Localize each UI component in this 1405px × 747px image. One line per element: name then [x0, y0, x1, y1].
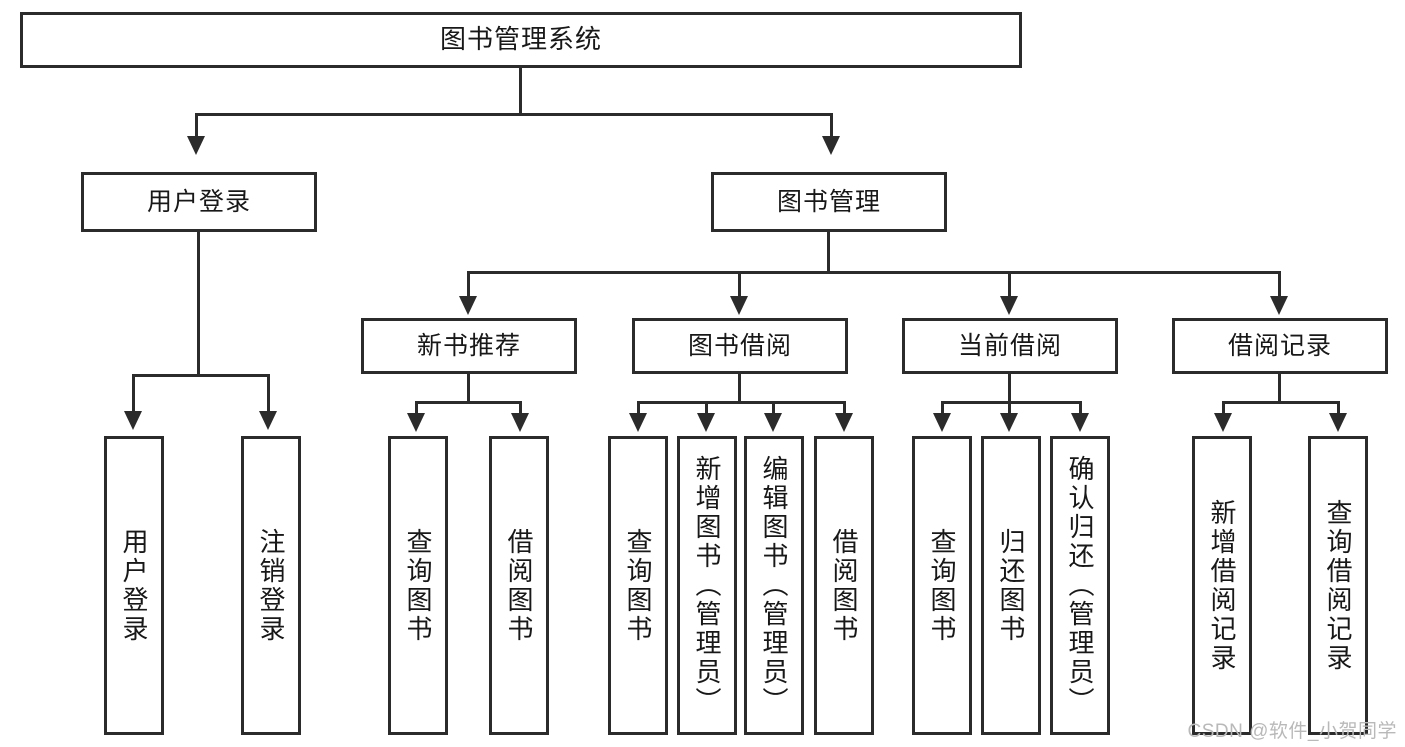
leaf-user-login[interactable]: 用户登录 [104, 436, 164, 735]
connector-level3-bar [467, 271, 1281, 274]
node-label: 新增图书（管理员） [692, 455, 723, 716]
leaf-query-book-borrow[interactable]: 查询图书 [608, 436, 668, 735]
connector-new-book-bar [415, 401, 522, 404]
node-label: 查询借阅记录 [1323, 498, 1354, 673]
connector-user-login-bar [132, 374, 270, 377]
connector-level3-drop-3 [1008, 271, 1011, 299]
node-new-book-recommend[interactable]: 新书推荐 [361, 318, 577, 374]
node-label: 编辑图书（管理员） [759, 455, 790, 716]
node-label: 新书推荐 [416, 331, 521, 360]
connector-current-borrow-stem [1008, 374, 1011, 401]
leaf-user-logout[interactable]: 注销登录 [241, 436, 301, 735]
node-book-manage[interactable]: 图书管理 [711, 172, 947, 232]
node-label: 查询图书 [403, 527, 434, 644]
connector-book-borrow-drop-4 [843, 401, 846, 415]
connector-level3-drop-2 [738, 271, 741, 299]
node-book-borrow[interactable]: 图书借阅 [632, 318, 848, 374]
arrow-to-leaf-query-book-2 [629, 413, 647, 432]
node-label: 查询图书 [623, 527, 654, 644]
node-root-system[interactable]: 图书管理系统 [20, 12, 1022, 68]
connector-new-book-drop-2 [519, 401, 522, 415]
leaf-borrow-book[interactable]: 借阅图书 [814, 436, 874, 735]
arrow-to-leaf-add-record [1214, 413, 1232, 432]
connector-current-borrow-drop-3 [1079, 401, 1082, 415]
connector-level3-drop-4 [1278, 271, 1281, 299]
arrow-to-borrow-record [1270, 296, 1288, 315]
connector-current-borrow-drop-1 [941, 401, 944, 415]
node-label: 图书借阅 [687, 331, 792, 360]
node-label: 用户登录 [119, 527, 150, 644]
connector-borrow-record-drop-2 [1337, 401, 1340, 415]
node-current-borrow[interactable]: 当前借阅 [902, 318, 1118, 374]
arrow-to-leaf-return-book [1000, 413, 1018, 432]
node-label: 注销登录 [256, 527, 287, 644]
connector-root-bar [195, 113, 833, 116]
node-label: 借阅图书 [829, 527, 860, 644]
node-label: 图书管理系统 [439, 24, 602, 55]
connector-root-stem [519, 68, 522, 113]
node-label: 查询图书 [927, 527, 958, 644]
connector-root-left-drop [195, 113, 198, 139]
node-label: 借阅记录 [1227, 331, 1332, 360]
leaf-query-book-current[interactable]: 查询图书 [912, 436, 972, 735]
leaf-return-book[interactable]: 归还图书 [981, 436, 1041, 735]
arrow-to-new-book-recommend [459, 296, 477, 315]
arrow-to-leaf-user-logout [259, 411, 277, 430]
connector-borrow-record-stem [1278, 374, 1281, 401]
connector-book-borrow-stem [738, 374, 741, 401]
connector-current-borrow-bar [941, 401, 1082, 404]
arrow-to-leaf-query-book-1 [407, 413, 425, 432]
connector-user-login-stem [197, 232, 200, 374]
connector-book-borrow-drop-1 [637, 401, 640, 415]
connector-book-manage-stem [827, 232, 830, 271]
arrow-to-leaf-edit-book [764, 413, 782, 432]
connector-book-borrow-drop-2 [705, 401, 708, 415]
connector-new-book-stem [467, 374, 470, 401]
csdn-watermark: CSDN @软件_小贺同学 [1187, 721, 1397, 742]
node-label: 图书管理 [776, 187, 881, 216]
leaf-add-borrow-record[interactable]: 新增借阅记录 [1192, 436, 1252, 735]
arrow-to-current-borrow [1000, 296, 1018, 315]
node-label: 借阅图书 [504, 527, 535, 644]
arrow-to-leaf-query-record [1329, 413, 1347, 432]
arrow-to-leaf-user-login [124, 411, 142, 430]
arrow-to-book-borrow [730, 296, 748, 315]
node-label: 归还图书 [996, 527, 1027, 644]
connector-level3-drop-1 [467, 271, 470, 299]
arrow-to-leaf-add-book [697, 413, 715, 432]
arrow-root-to-book-manage [822, 136, 840, 155]
connector-borrow-record-drop-1 [1222, 401, 1225, 415]
leaf-edit-book[interactable]: 编辑图书（管理员） [744, 436, 804, 735]
arrow-root-to-user-login [187, 136, 205, 155]
leaf-query-borrow-record[interactable]: 查询借阅记录 [1308, 436, 1368, 735]
node-label: 新增借阅记录 [1207, 498, 1238, 673]
connector-book-borrow-bar [637, 401, 846, 404]
leaf-confirm-return[interactable]: 确认归还（管理员） [1050, 436, 1110, 735]
arrow-to-leaf-borrow-book-2 [835, 413, 853, 432]
connector-new-book-drop-1 [415, 401, 418, 415]
arrow-to-leaf-confirm-return [1071, 413, 1089, 432]
connector-current-borrow-drop-2 [1008, 401, 1011, 415]
node-user-login[interactable]: 用户登录 [81, 172, 317, 232]
connector-book-borrow-drop-3 [772, 401, 775, 415]
connector-borrow-record-bar [1222, 401, 1340, 404]
leaf-borrow-book-new-recommend[interactable]: 借阅图书 [489, 436, 549, 735]
node-label: 确认归还（管理员） [1065, 455, 1096, 716]
node-label: 当前借阅 [957, 331, 1062, 360]
leaf-query-book-new-recommend[interactable]: 查询图书 [388, 436, 448, 735]
leaf-add-book[interactable]: 新增图书（管理员） [677, 436, 737, 735]
node-borrow-record[interactable]: 借阅记录 [1172, 318, 1388, 374]
connector-user-login-drop-1 [132, 374, 135, 414]
arrow-to-leaf-borrow-book-1 [511, 413, 529, 432]
connector-user-login-drop-2 [267, 374, 270, 414]
connector-root-right-drop [830, 113, 833, 139]
arrow-to-leaf-query-book-3 [933, 413, 951, 432]
node-label: 用户登录 [146, 187, 251, 216]
